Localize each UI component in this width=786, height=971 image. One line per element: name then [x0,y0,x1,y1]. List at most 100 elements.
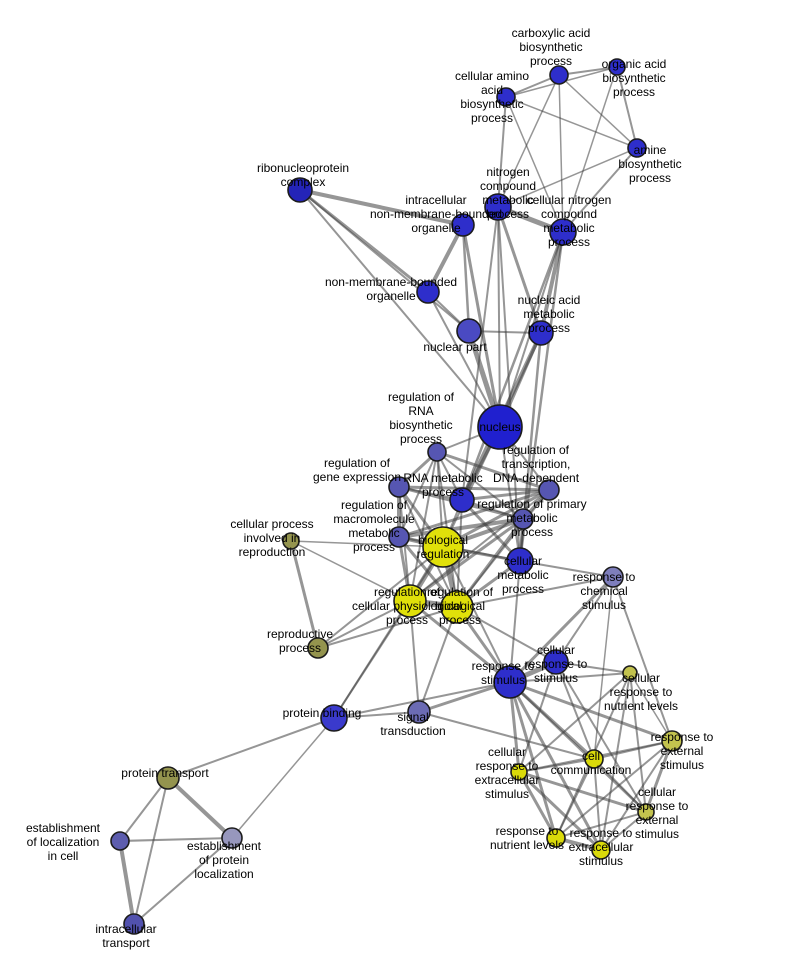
node-cellular-nitrogen-compound-metabolic-process[interactable] [549,218,577,246]
edge-pb--rcpp [333,600,411,719]
node-reproductive-process[interactable] [307,637,329,659]
edge-ccomm--rnl [555,758,595,839]
node-establishment-of-localization-in-cell[interactable] [110,831,130,851]
node-regulation-of-gene-expression[interactable] [388,476,410,498]
edge-st--rbp [418,606,458,713]
edge-crnl--rexts [629,672,673,742]
node-ribonucleoprotein-complex[interactable] [287,177,313,203]
node-regulation-of-biological-process[interactable] [440,590,474,624]
node-amine-biosynthetic-process[interactable] [627,138,647,158]
node-cellular-response-to-external-stimulus[interactable] [637,803,655,821]
node-regulation-of-cellular-physiological-process[interactable] [393,584,427,618]
edge-rnp--inmbo [298,188,465,227]
node-label-protein-transport: protein transport [121,766,209,780]
node-label-protein-binding: protein binding [283,706,362,720]
edge-ccomm--crext [593,758,647,813]
edge-ncm--cmp [497,206,521,562]
node-intracellular-non-membrane-bounded-organelle[interactable] [451,213,475,237]
node-regulation-of-primary-metabolic-process[interactable] [512,508,534,530]
node-response-to-chemical-stimulus[interactable] [602,566,624,588]
edge-crext--rnl [555,811,647,839]
node-regulation-of-macromolecule-metabolic-process[interactable] [388,526,410,548]
edge-rexts--ccomm [593,740,673,760]
node-response-to-stimulus[interactable] [493,665,527,699]
edge-crexc--crext [517,770,648,814]
edge-rpm--rmm [397,517,525,539]
node-signal-transduction[interactable] [407,700,431,724]
node-regulation-of-transcription-dna-dependent[interactable] [538,479,560,501]
edge-amine--cncm [562,147,638,233]
node-protein-transport[interactable] [156,766,180,790]
node-cellular-process-involved-in-reproduction[interactable] [282,532,300,550]
node-biological-regulation[interactable] [422,526,464,568]
edge-crext--rexc [600,811,647,851]
node-label-nuclear-part: nuclear part [423,340,487,354]
edge-rs--pb [333,681,511,719]
node-cellular-response-to-nutrient-levels[interactable] [622,665,638,681]
node-establishment-of-protein-localization[interactable] [221,827,243,849]
node-protein-binding[interactable] [320,704,348,732]
edge-ccomm--rexc [593,758,602,851]
node-cellular-amino-acid-biosynthetic-process[interactable] [496,87,516,107]
node-cell-communication[interactable] [584,749,604,769]
node-regulation-of-rna-biosynthetic-process[interactable] [427,442,447,462]
node-nitrogen-compound-metabolic-process[interactable] [484,193,512,221]
edge-rs--brg [442,546,511,683]
edge-rtd--rge [397,485,551,492]
edge-rnp--npart [299,189,470,332]
edge-rchem--rbp [456,576,614,608]
node-nuclear-part[interactable] [456,318,482,344]
node-non-membrane-bounded-organelle[interactable] [416,280,440,304]
edge-rexts--rexc [600,740,673,851]
node-organic-acid-biosynthetic-process[interactable] [608,58,626,76]
edge-epl--elc [119,837,233,842]
node-response-to-extracellular-stimulus[interactable] [591,840,611,860]
edge-caa--ncm [497,96,507,208]
node-cellular-metabolic-process[interactable] [506,547,534,575]
node-rna-metabolic-process[interactable] [449,487,475,513]
edge-cpir--repro [289,539,320,650]
node-nucleic-acid-metabolic-process[interactable] [528,320,554,346]
edge-rs--rexts [508,680,674,743]
node-nucleus[interactable] [477,404,523,450]
edge-repro--rbp [317,606,458,649]
edge-carb--cncm [558,74,564,233]
edge-pt--elc [119,777,169,842]
node-carboxylic-acid-biosynthetic-process[interactable] [549,65,569,85]
edge-crnl--crexc [518,672,631,773]
node-intracellular-transport[interactable] [123,913,145,935]
edge-rs--cmp [509,560,521,683]
node-cellular-response-to-extracellular-stimulus[interactable] [510,763,528,781]
node-response-to-nutrient-levels[interactable] [546,828,566,848]
node-cellular-response-to-stimulus[interactable] [543,649,569,675]
edge-st--rcpp [409,600,420,713]
node-response-to-external-stimulus[interactable] [661,730,683,752]
edge-crnl--crext [629,672,647,813]
edge-rs--rcpp [408,599,512,684]
edge-cncm--rmp [460,230,565,502]
